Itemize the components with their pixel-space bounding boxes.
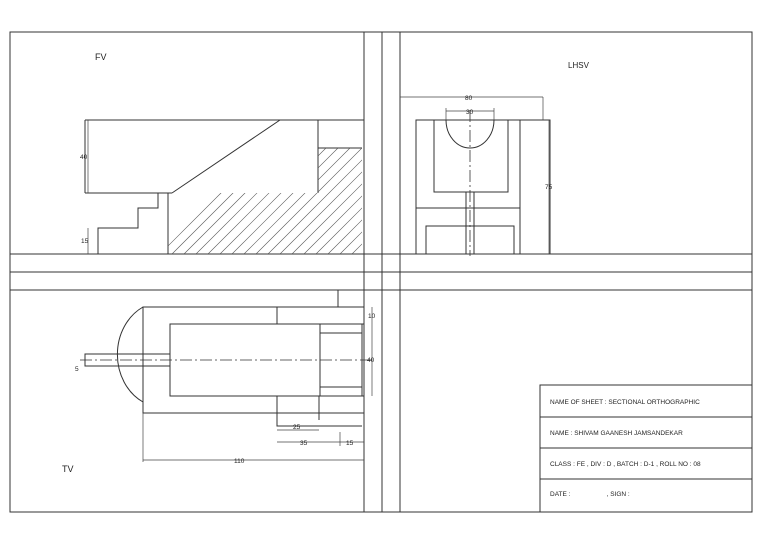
dimension-side-80: 80 [465,95,473,102]
sheet-frame [9,31,753,513]
dimension-side-75: 75 [545,184,553,191]
dimension-tv-40: 40 [367,357,375,364]
front-view-label: FV [95,52,107,62]
dimension-tv-110: 110 [234,458,245,465]
title-sheet-name: NAME OF SHEET : SECTIONAL ORTHOGRAPHIC [550,399,700,406]
title-date-sign: DATE : , SIGN : [550,491,630,498]
title-class-info: CLASS : FE , DIV : D , BATCH : D-1 , ROL… [550,461,701,468]
dimension-tv-15: 15 [346,440,354,447]
dimension-tv-35: 35 [300,440,308,447]
title-block: NAME OF SHEET : SECTIONAL ORTHOGRAPHIC N… [539,384,753,513]
top-view: TV 10 40 5 25 35 15 110 [62,290,376,474]
side-view-label: LHSV [568,61,590,70]
dimension-fv-40: 40 [80,154,88,161]
dimension-tv-10: 10 [368,313,376,320]
dimension-side-30: 30 [466,109,474,116]
top-view-label: TV [62,464,74,474]
section-hatching [168,148,362,254]
front-view: FV 40 [80,52,365,254]
dimension-tv-25: 25 [293,424,301,431]
side-view: LHSV 80 30 75 [400,61,590,256]
dimension-tv-5: 5 [75,366,79,373]
dimension-fv-15: 15 [81,238,89,245]
title-student-name: NAME : SHIVAM GAANESH JAMSANDEKAR [550,430,683,437]
